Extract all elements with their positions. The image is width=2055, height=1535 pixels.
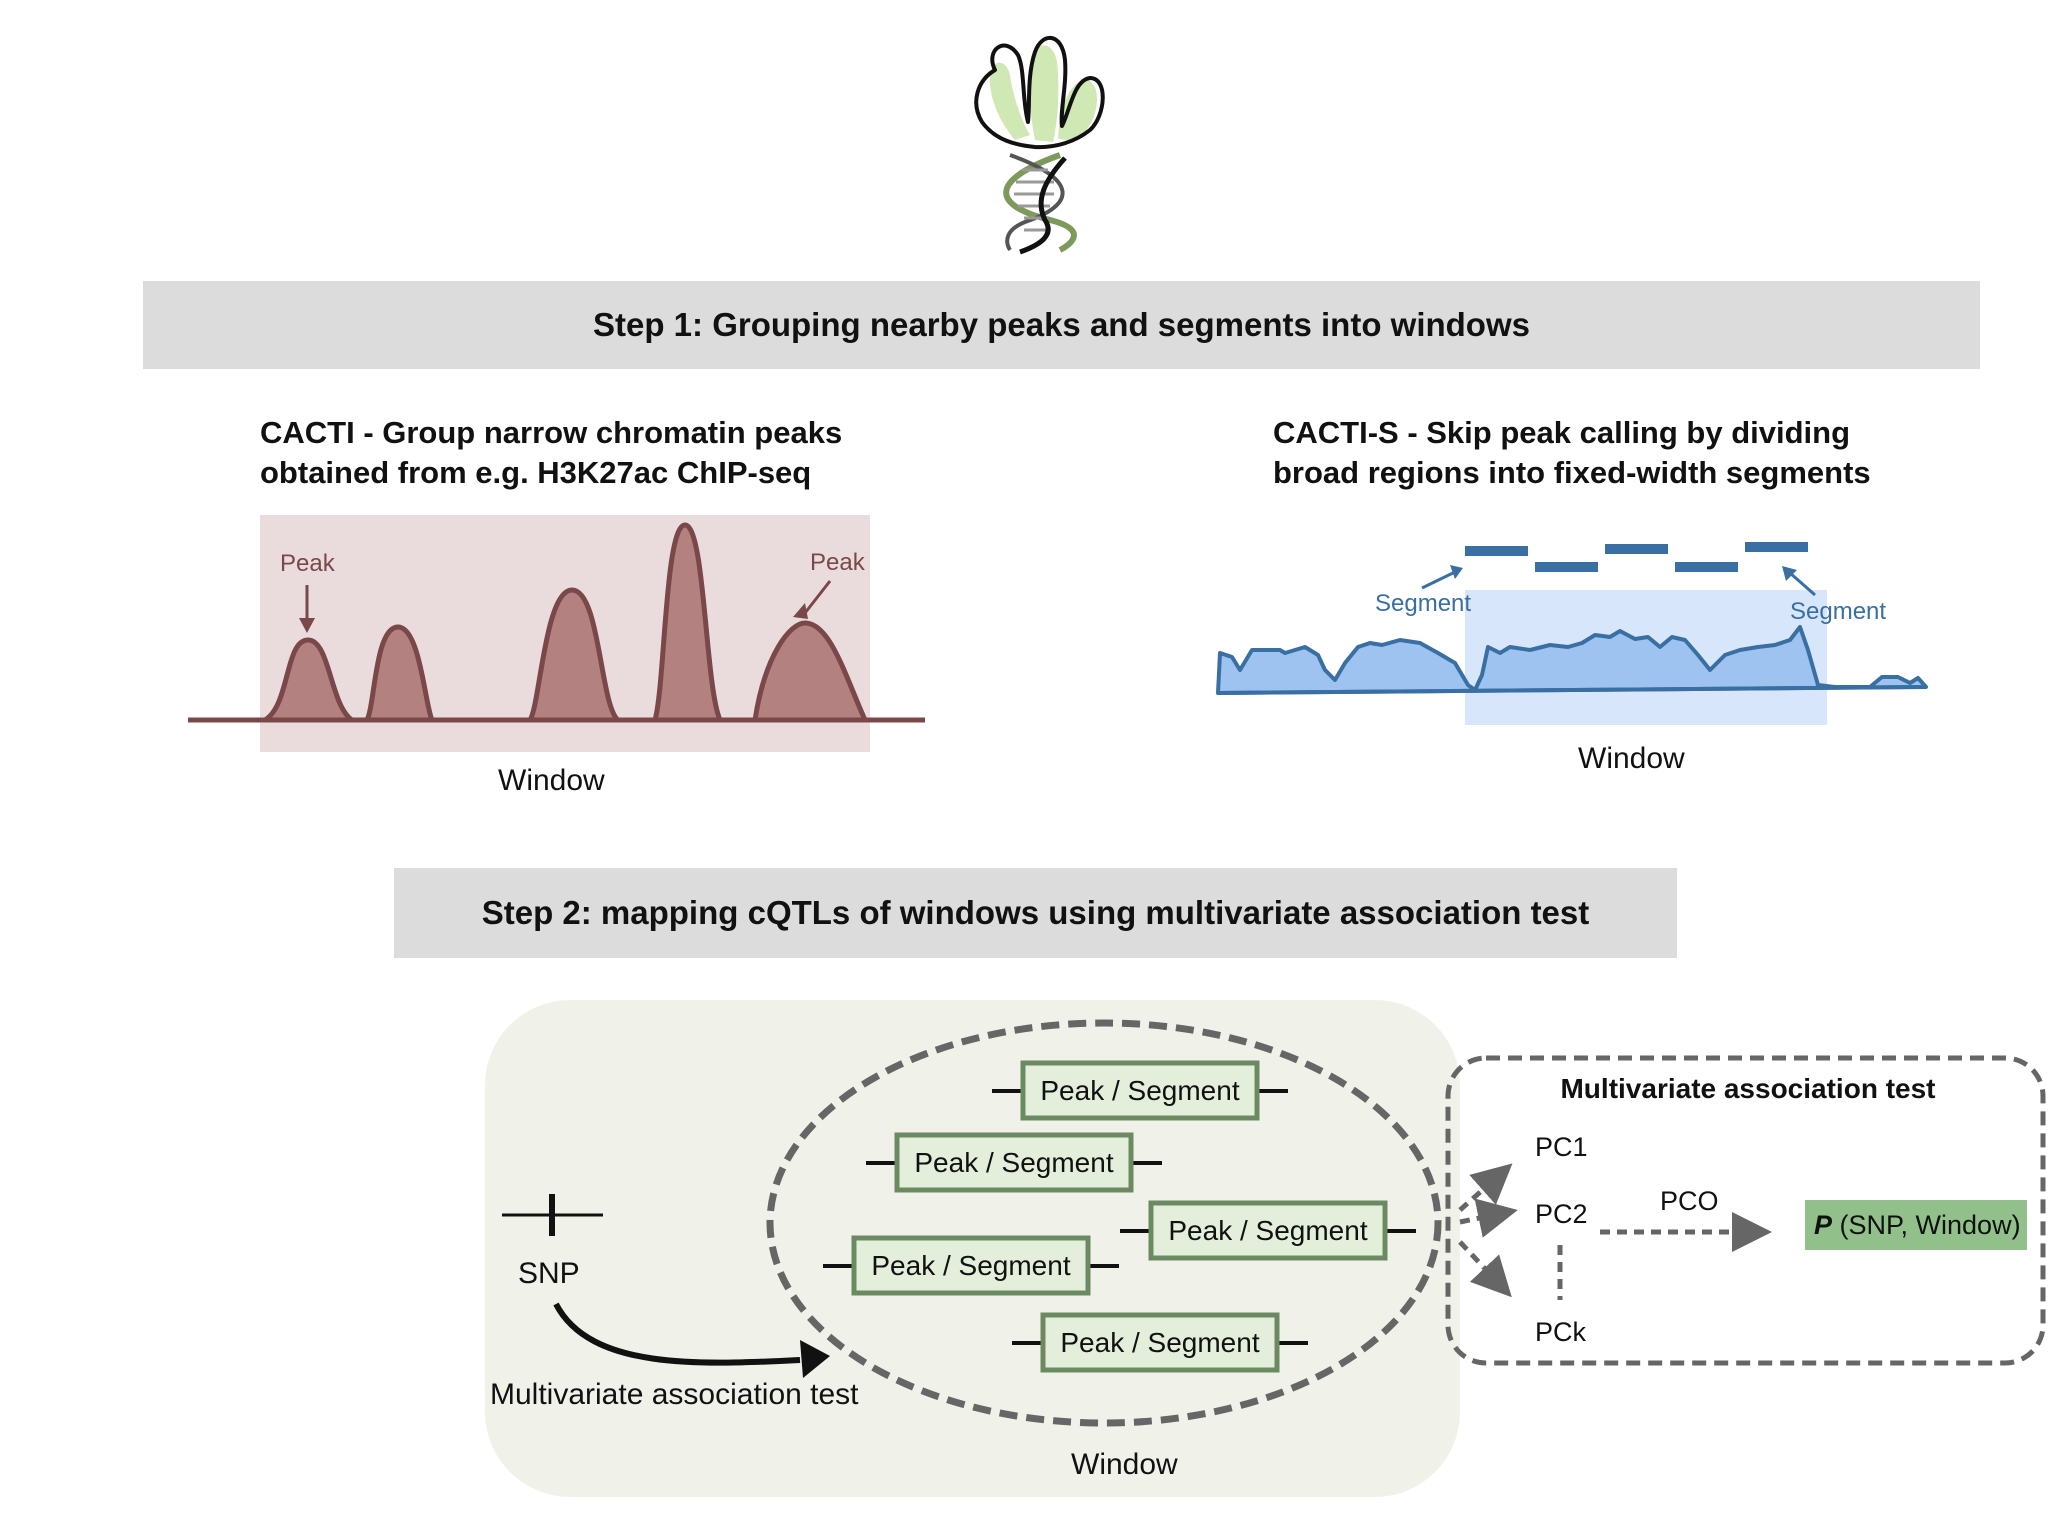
peak-arrowhead-right bbox=[793, 603, 808, 619]
peak-5 bbox=[752, 620, 868, 723]
peak-segment-label: Peak / Segment bbox=[1040, 1075, 1239, 1106]
window-ellipse bbox=[766, 1019, 1442, 1427]
cacti-window-label: Window bbox=[498, 764, 605, 797]
arrow-to-pc1 bbox=[1458, 1163, 1513, 1212]
peak-segment-box bbox=[1040, 1312, 1280, 1373]
peak-label-left: Peak bbox=[280, 550, 336, 577]
cacti-s-window-label: Window bbox=[1578, 742, 1685, 775]
segment-arrowhead-right bbox=[1782, 566, 1797, 581]
result-p: P bbox=[1814, 1210, 1833, 1240]
step1-banner: Step 1: Grouping nearby peaks and segmen… bbox=[143, 281, 1980, 369]
peak-segment-box bbox=[894, 1132, 1134, 1193]
step2-title: Step 2: mapping cQTLs of windows using m… bbox=[481, 894, 1590, 931]
peak-segment-label: Peak / Segment bbox=[1168, 1215, 1367, 1246]
peak-segment-label: Peak / Segment bbox=[914, 1147, 1113, 1178]
cacti-heading-line1: CACTI - Group narrow chromatin peaks bbox=[260, 415, 843, 450]
peak-segment-box bbox=[1148, 1200, 1388, 1261]
peak-label-right: Peak bbox=[810, 549, 866, 576]
association-arrow bbox=[553, 1302, 801, 1366]
segment-label-right: Segment bbox=[1790, 598, 1886, 625]
signal-track bbox=[1216, 625, 1928, 695]
association-test-label: Multivariate association test bbox=[490, 1378, 859, 1411]
peak-segment-box bbox=[851, 1235, 1091, 1296]
step1-title: Step 1: Grouping nearby peaks and segmen… bbox=[593, 306, 1530, 343]
cactus-dna-logo bbox=[974, 35, 1105, 255]
cacti-s-heading-line2: broad regions into fixed-width segments bbox=[1273, 455, 1871, 490]
peak-segment-label: Peak / Segment bbox=[1060, 1327, 1259, 1358]
pc2-label: PC2 bbox=[1535, 1199, 1588, 1229]
pck-label: PCk bbox=[1535, 1317, 1587, 1347]
peak-3 bbox=[527, 587, 621, 723]
peak-segment-group-1: Peak / Segment bbox=[992, 1060, 1288, 1121]
peak-1 bbox=[262, 637, 355, 723]
step2-banner: Step 2: mapping cQTLs of windows using m… bbox=[394, 868, 1677, 958]
segment-arrowhead-left bbox=[1450, 565, 1463, 579]
arrow-to-pck bbox=[1458, 1240, 1512, 1298]
cacti-s-baseline bbox=[1217, 685, 1927, 695]
multivariate-test-box bbox=[1445, 1055, 2046, 1366]
peak-segment-group-3: Peak / Segment bbox=[1120, 1200, 1416, 1261]
multivariate-box-title: Multivariate association test bbox=[1560, 1073, 1935, 1104]
arrow-to-pc2 bbox=[1459, 1198, 1518, 1238]
peak-segment-group-5: Peak / Segment bbox=[1012, 1312, 1308, 1373]
result-box bbox=[1805, 1200, 2027, 1250]
peak-arrowhead-left bbox=[299, 618, 315, 633]
pc1-label: PC1 bbox=[1535, 1132, 1588, 1162]
cacti-heading-line2: obtained from e.g. H3K27ac ChIP-seq bbox=[260, 455, 812, 490]
cacti-peaks-illustration: Peak Peak bbox=[188, 515, 925, 752]
association-arrowhead bbox=[800, 1340, 830, 1378]
peak-segment-label: Peak / Segment bbox=[871, 1250, 1070, 1281]
pco-label: PCO bbox=[1660, 1186, 1719, 1216]
cacti-s-segments-illustration: Segment Segment bbox=[1216, 542, 1928, 725]
peak-arrow-right bbox=[803, 580, 832, 614]
step2-diagram: SNP Multivariate association test Peak /… bbox=[485, 1000, 2046, 1497]
cacti-s-heading: CACTI-S - Skip peak calling by dividing … bbox=[1273, 413, 1871, 493]
peak-segment-group-4: Peak / Segment bbox=[823, 1235, 1119, 1296]
cacti-heading: CACTI - Group narrow chromatin peaks obt… bbox=[260, 413, 842, 493]
segment-arrow-left bbox=[1421, 570, 1456, 590]
peak-2 bbox=[364, 624, 435, 723]
peak-segment-group-2: Peak / Segment bbox=[866, 1132, 1162, 1193]
cacti-s-heading-line1: CACTI-S - Skip peak calling by dividing bbox=[1273, 415, 1851, 450]
peak-segment-box bbox=[1020, 1060, 1260, 1121]
peak-4 bbox=[652, 522, 723, 723]
result-rest: (SNP, Window) bbox=[1832, 1210, 2021, 1240]
snp-label: SNP bbox=[518, 1257, 580, 1290]
segment-label-left: Segment bbox=[1375, 590, 1471, 617]
segment-arrow-right bbox=[1789, 571, 1816, 597]
result-text: P (SNP, Window) bbox=[1814, 1210, 2021, 1240]
step2-window-label: Window bbox=[1071, 1448, 1178, 1481]
